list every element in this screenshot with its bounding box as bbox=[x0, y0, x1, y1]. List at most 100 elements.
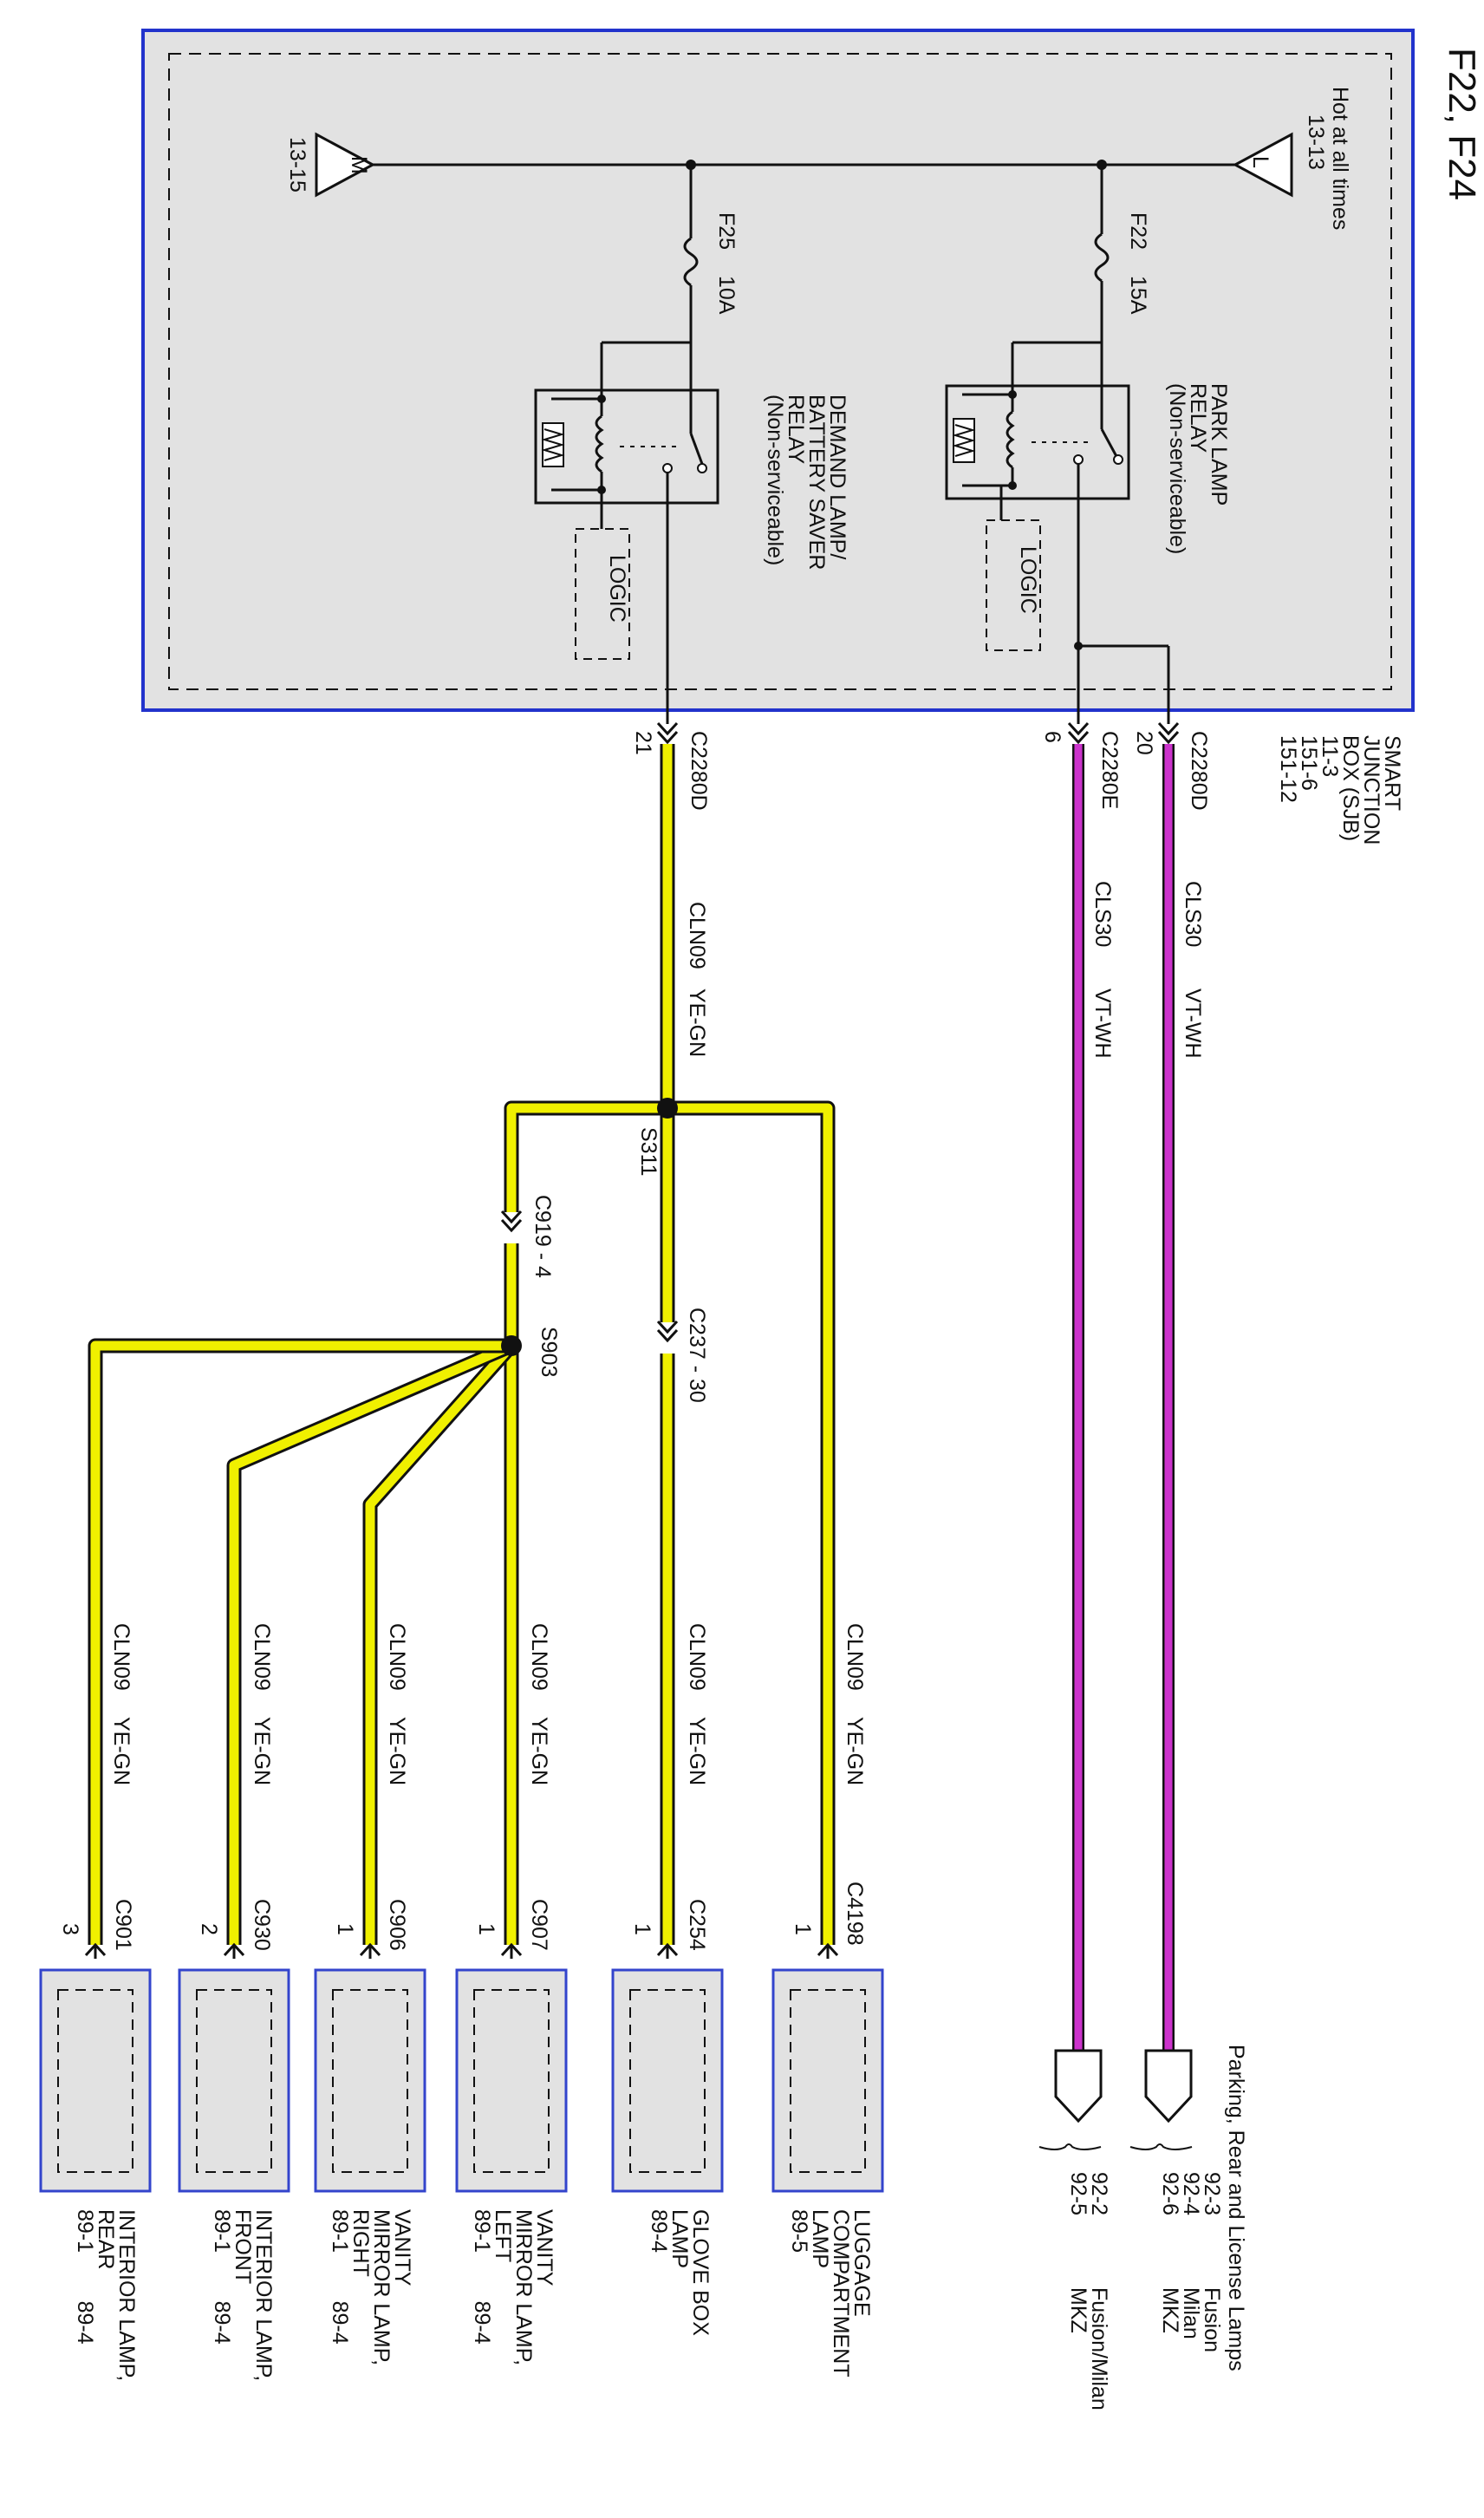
svg-text:92-4: 92-4 bbox=[1179, 2172, 1203, 2215]
svg-text:(Non-serviceable): (Non-serviceable) bbox=[763, 395, 787, 565]
svg-text:RELAY: RELAY bbox=[784, 395, 808, 464]
c2280d-20-pin: 20 bbox=[1132, 731, 1156, 755]
svg-text:LAMP: LAMP bbox=[808, 2209, 832, 2268]
demand-relay-logic-box: LOGIC bbox=[575, 528, 630, 660]
bus-l-ref: 13-13 bbox=[1304, 114, 1328, 170]
lamp-vanity-right-pin: 1 bbox=[333, 1923, 357, 1935]
bus-connector-m: M bbox=[315, 132, 376, 198]
parking-lamps-group1: 92-3 Fusion 92-4 Milan 92-6 MKZ bbox=[1158, 2172, 1224, 2352]
svg-text:JUNCTION: JUNCTION bbox=[1359, 735, 1383, 845]
park-relay-label: PARK LAMP RELAY (Non-serviceable) bbox=[1165, 383, 1231, 554]
svg-text:YE-GN: YE-GN bbox=[843, 1717, 867, 1785]
fuse-f22-rating: 15A bbox=[1126, 276, 1150, 315]
svg-text:BOX (SJB): BOX (SJB) bbox=[1338, 735, 1363, 841]
svg-text:INTERIOR LAMP,: INTERIOR LAMP, bbox=[251, 2209, 276, 2381]
lamp-interior-front-connector: C930 bbox=[250, 1899, 274, 1951]
c237-label: C237 - 30 bbox=[685, 1308, 709, 1403]
lamp-interior-rear-label: INTERIOR LAMP, REAR 89-1 89-4 bbox=[73, 2209, 139, 2381]
wire-cls30-right-color: VT-WH bbox=[1181, 988, 1205, 1059]
c2280d-21-name: C2280D bbox=[687, 731, 711, 811]
svg-text:MIRROR LAMP,: MIRROR LAMP, bbox=[511, 2209, 536, 2365]
wire-cls30-left-color: VT-WH bbox=[1090, 988, 1115, 1059]
sjb-name-label: SMART JUNCTION BOX (SJB) 11-3 151-6 151-… bbox=[1276, 735, 1404, 845]
bus-connector-l: L bbox=[1232, 132, 1293, 198]
svg-text:YE-GN: YE-GN bbox=[685, 1717, 709, 1785]
svg-text:VANITY: VANITY bbox=[532, 2209, 556, 2286]
wire-cln09-main-color: YE-GN bbox=[685, 988, 709, 1057]
lamp-luggage-compartment bbox=[771, 1943, 884, 2193]
svg-text:151-12: 151-12 bbox=[1276, 735, 1300, 803]
svg-text:MIRROR LAMP,: MIRROR LAMP, bbox=[369, 2209, 394, 2365]
svg-text:L: L bbox=[1248, 156, 1272, 168]
svg-text:92-2: 92-2 bbox=[1087, 2172, 1111, 2215]
splice-s311 bbox=[657, 1098, 678, 1119]
fuse-f25-name: F25 bbox=[714, 212, 739, 250]
lamp-vanity-right-label: VANITY MIRROR LAMP, RIGHT 89-1 89-4 bbox=[328, 2209, 414, 2365]
wire-cls30-right-circuit: CLS30 bbox=[1181, 881, 1205, 947]
svg-text:89-1 89-4: 89-1 89-4 bbox=[73, 2209, 97, 2345]
c2280d-pin21-symbol bbox=[656, 721, 679, 744]
svg-text:LOGIC: LOGIC bbox=[1016, 546, 1040, 614]
lamp-interior-front bbox=[178, 1943, 290, 2193]
lamp-vanity-left-pin: 1 bbox=[474, 1923, 498, 1935]
fuse-f25-rating: 10A bbox=[714, 276, 739, 315]
lamp-glove-label: GLOVE BOX LAMP 89-4 bbox=[647, 2209, 713, 2336]
demand-relay-label: DEMAND LAMP/ BATTERY SAVER RELAY (Non-se… bbox=[763, 395, 849, 570]
c919-inline-connector bbox=[500, 1210, 523, 1243]
svg-text:(Non-serviceable): (Non-serviceable) bbox=[1165, 383, 1189, 554]
lamp-vanity-mirror-right bbox=[314, 1943, 426, 2193]
svg-text:89-1 89-4: 89-1 89-4 bbox=[470, 2209, 494, 2345]
lamp-glove-pin: 1 bbox=[630, 1923, 654, 1935]
svg-text:Fusion: Fusion bbox=[1200, 2287, 1224, 2352]
svg-text:INTERIOR LAMP,: INTERIOR LAMP, bbox=[114, 2209, 139, 2381]
svg-text:Fusion/Milan: Fusion/Milan bbox=[1087, 2287, 1111, 2410]
svg-text:151-6: 151-6 bbox=[1297, 735, 1321, 791]
wire-cln09-interior-rear bbox=[88, 1338, 511, 1945]
svg-text:YE-GN: YE-GN bbox=[527, 1717, 551, 1785]
lamp-vanity-mirror-left bbox=[455, 1943, 568, 2193]
c237-inline-connector bbox=[656, 1320, 679, 1354]
svg-text:LAMP: LAMP bbox=[667, 2209, 692, 2268]
svg-text:LUGGAGE: LUGGAGE bbox=[849, 2209, 874, 2317]
svg-text:89-4: 89-4 bbox=[647, 2209, 671, 2253]
parking-brace-1 bbox=[1129, 2143, 1193, 2150]
svg-text:YE-GN: YE-GN bbox=[385, 1717, 409, 1785]
svg-text:BATTERY SAVER: BATTERY SAVER bbox=[804, 395, 829, 570]
svg-text:REAR: REAR bbox=[94, 2209, 118, 2269]
svg-text:COMPARTMENT: COMPARTMENT bbox=[829, 2209, 853, 2378]
wire-cln09-vanity-right bbox=[362, 1341, 517, 1945]
svg-text:92-5: 92-5 bbox=[1066, 2172, 1090, 2215]
lamp-luggage-connector: C4198 bbox=[843, 1882, 867, 1946]
lamp-interior-rear-pin: 3 bbox=[58, 1923, 82, 1935]
demand-lamp-relay bbox=[534, 341, 719, 724]
svg-text:Milan: Milan bbox=[1179, 2287, 1203, 2339]
c2280d-pin20-symbol bbox=[1157, 721, 1180, 744]
svg-text:M: M bbox=[347, 156, 371, 174]
svg-text:YE-GN: YE-GN bbox=[250, 1717, 274, 1785]
c2280e-pin6-symbol bbox=[1067, 721, 1090, 744]
svg-text:CLN09: CLN09 bbox=[527, 1623, 551, 1691]
c919-label: C919 - 4 bbox=[530, 1195, 555, 1278]
lamp-interior-front-pin: 2 bbox=[197, 1923, 221, 1935]
wire-cln09-interior-front bbox=[226, 1339, 515, 1945]
lamp-vanity-right-connector: C906 bbox=[385, 1899, 409, 1951]
lamp-vanity-left-label: VANITY MIRROR LAMP, LEFT 89-1 89-4 bbox=[470, 2209, 556, 2365]
svg-text:CLN09: CLN09 bbox=[843, 1623, 867, 1691]
svg-text:89-1 89-4: 89-1 89-4 bbox=[328, 2209, 352, 2345]
svg-text:RIGHT: RIGHT bbox=[348, 2209, 373, 2277]
svg-text:FRONT: FRONT bbox=[231, 2209, 255, 2284]
hot-at-all-times-label: Hot at all times bbox=[1328, 87, 1352, 230]
wire-cln09-main-circuit: CLN09 bbox=[685, 902, 709, 969]
svg-text:MKZ: MKZ bbox=[1158, 2287, 1182, 2333]
parking-lamp-connector-2 bbox=[1054, 2049, 1103, 2123]
splice-s903 bbox=[501, 1335, 522, 1356]
page-title: F22, F24 bbox=[1441, 48, 1483, 200]
wire-cln09-luggage bbox=[667, 1100, 836, 1945]
svg-text:DEMAND LAMP/: DEMAND LAMP/ bbox=[825, 395, 849, 559]
svg-text:11-3: 11-3 bbox=[1318, 735, 1342, 777]
svg-text:89-1 89-4: 89-1 89-4 bbox=[210, 2209, 234, 2345]
svg-text:CLN09: CLN09 bbox=[685, 1623, 709, 1691]
lamp-luggage-pin: 1 bbox=[791, 1923, 815, 1935]
svg-text:SMART: SMART bbox=[1380, 735, 1404, 811]
